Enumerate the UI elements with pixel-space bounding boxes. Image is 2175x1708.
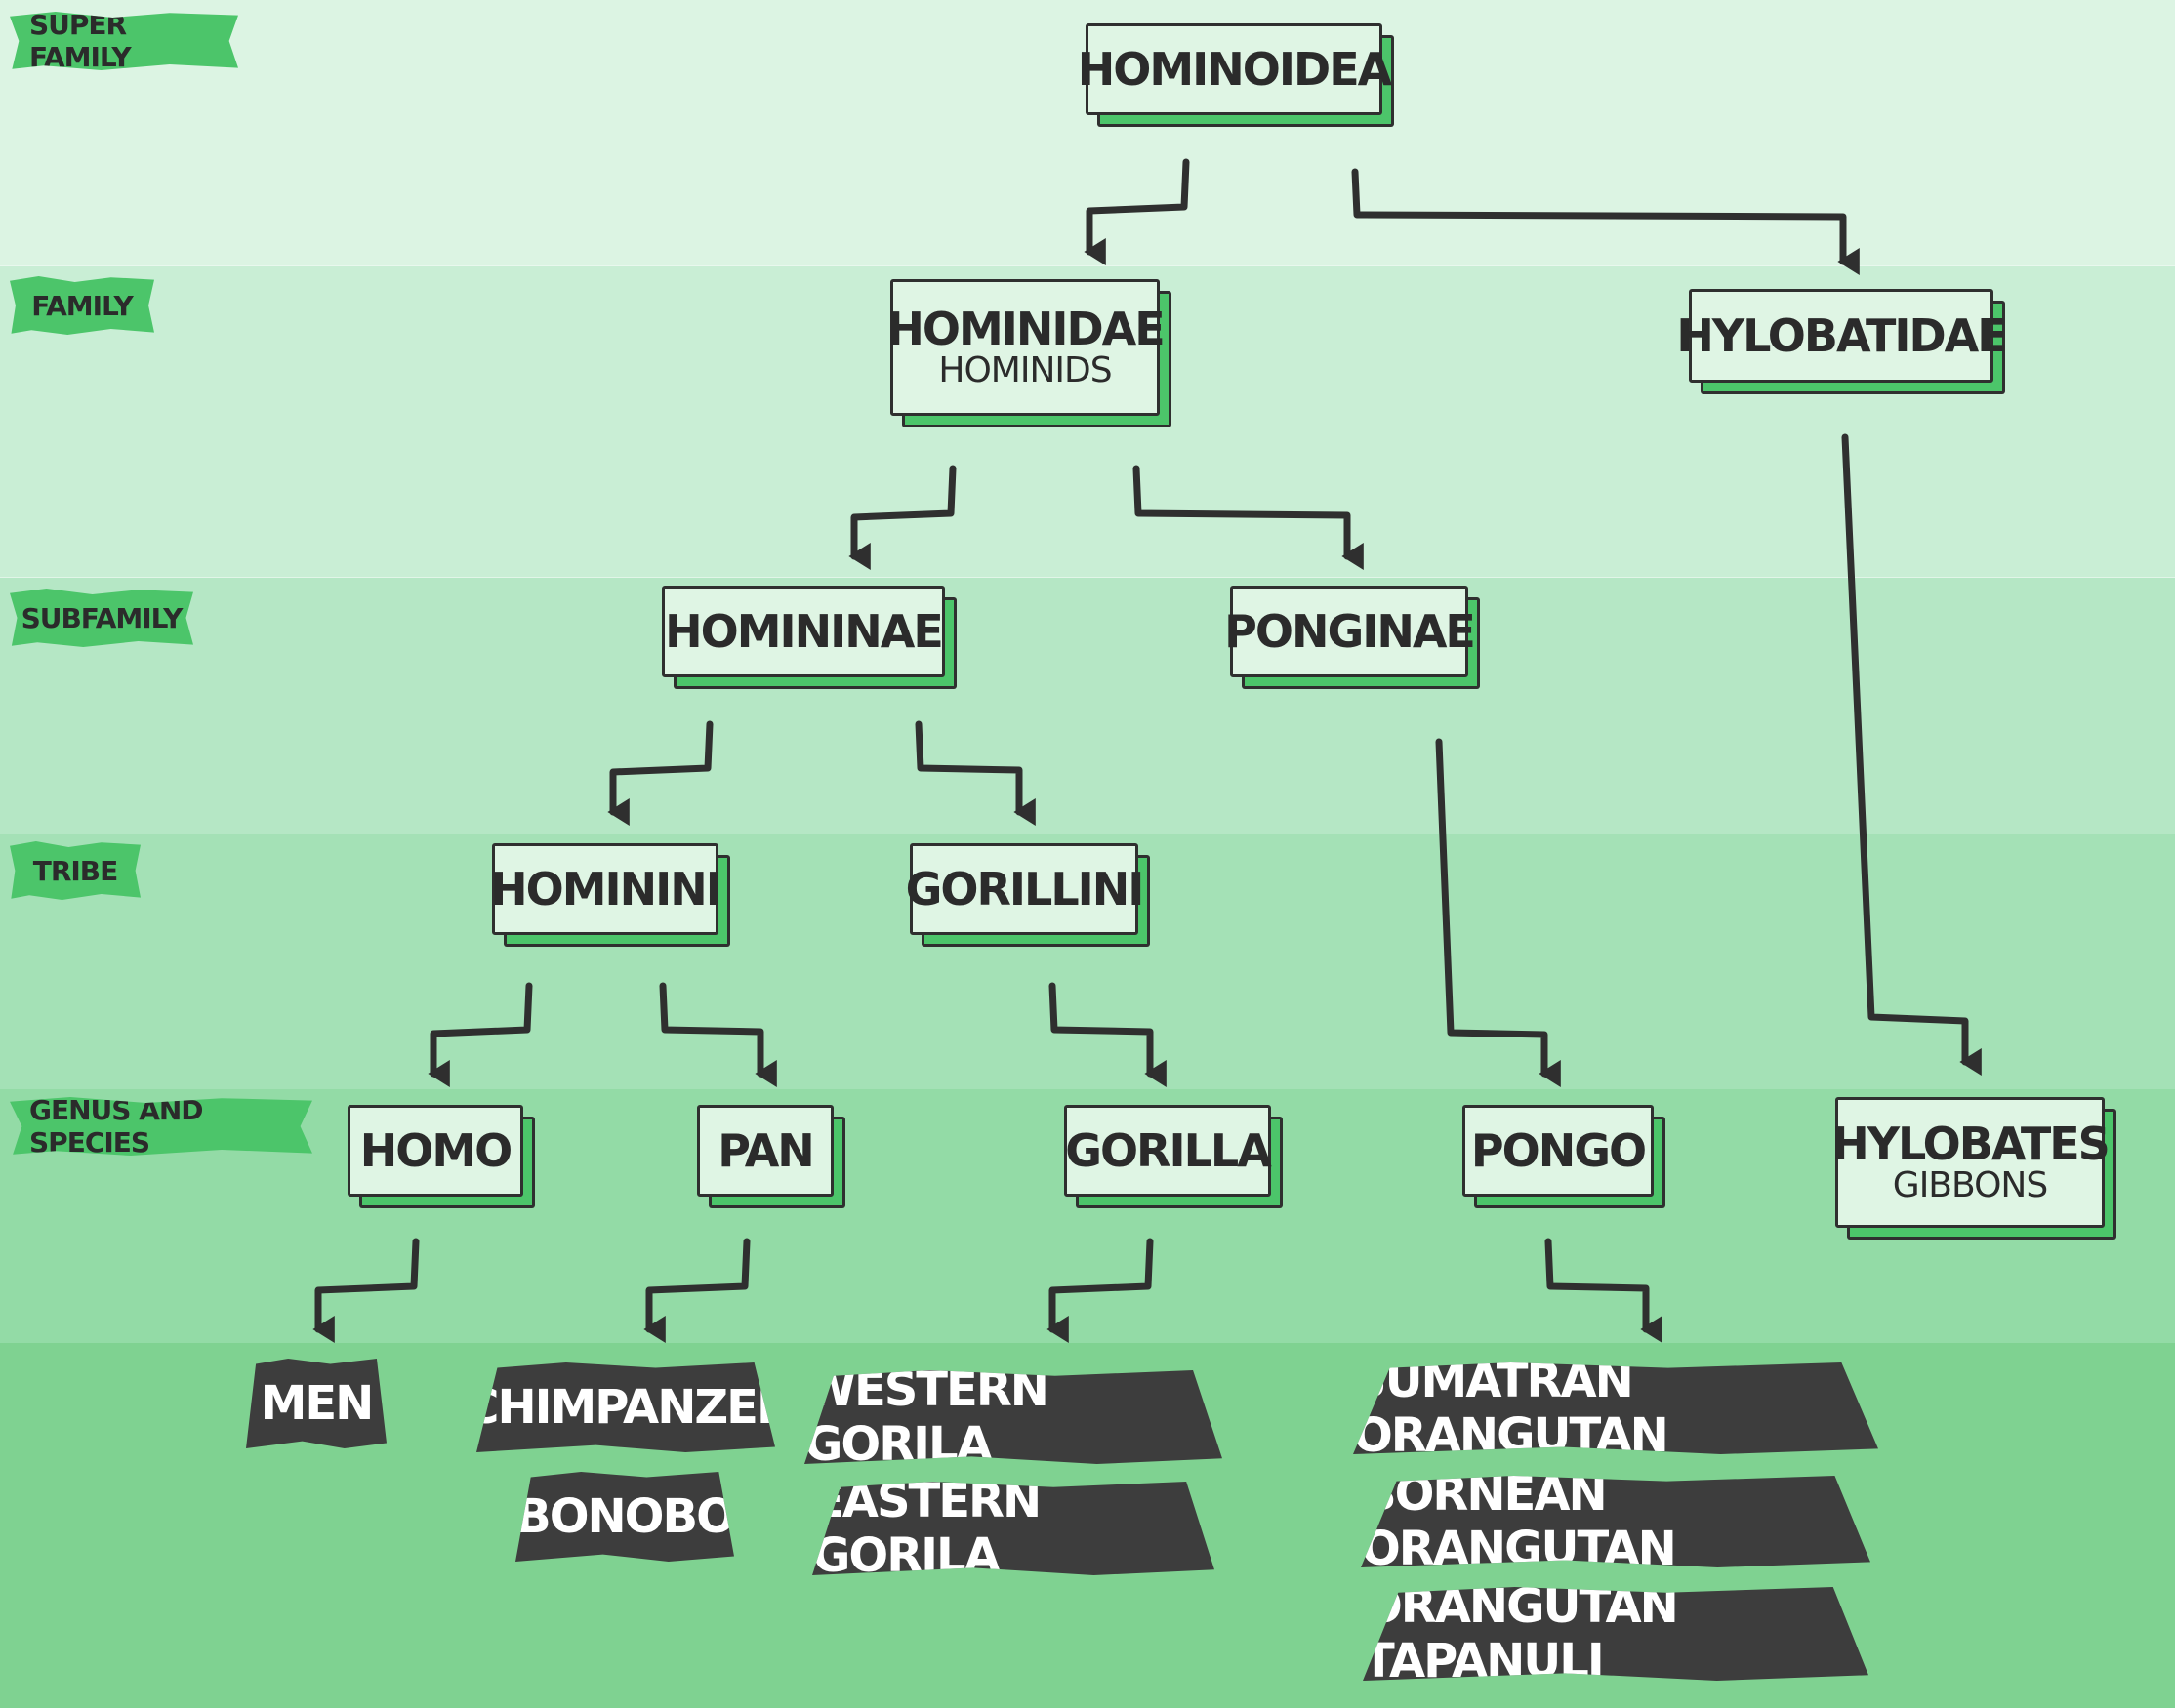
species-western-gorila: WESTERN GORILA [804, 1370, 1222, 1464]
species-eastern-gorila: EASTERN GORILA [812, 1482, 1214, 1575]
rank-tag-family: FAMILY [10, 276, 154, 335]
species-bonobo: BONOBO [515, 1472, 734, 1562]
node-title: PONGO [1470, 1123, 1647, 1177]
link-gorilla-western-gorila [1046, 1238, 1154, 1343]
rank-tag-subfamily: SUBFAMILY [10, 589, 193, 647]
link-homininae-hominini [607, 720, 714, 826]
species-bornean-orangutan: BORNEAN ORANGUTAN [1361, 1476, 1870, 1567]
link-homininae-gorillini [915, 720, 1036, 826]
node-title: HOMO [359, 1123, 513, 1177]
node-title: GORILLA [1065, 1123, 1272, 1177]
species-men: MEN [246, 1359, 387, 1448]
node-homininae: HOMININAE [662, 586, 945, 677]
node-title: HOMININAE [665, 604, 944, 658]
node-gorilla: GORILLA [1064, 1105, 1272, 1197]
rank-tag-super-family: SUPER FAMILY [10, 12, 238, 70]
link-hominidae-homininae [848, 465, 957, 570]
species-orangutan-tapanuli: ORANGUTAN TAPANULI [1363, 1587, 1868, 1681]
link-gorillini-gorilla [1048, 982, 1167, 1087]
link-ponginae-pongo [1435, 738, 1561, 1087]
node-subtitle: GIBBONS [1892, 1165, 2048, 1206]
species-chimpanzee: CHIMPANZEE [476, 1362, 775, 1452]
node-hylobatidae: HYLOBATIDAE [1676, 289, 2008, 383]
species-sumatran-orangutan: SUMATRAN ORANGUTAN [1353, 1362, 1878, 1454]
link-hominini-homo [428, 982, 533, 1087]
link-hominidae-ponginae [1132, 465, 1364, 570]
node-pongo: PONGO [1462, 1105, 1654, 1197]
link-hylobatidae-hylobates [1841, 433, 1982, 1076]
node-hylobates: HYLOBATES GIBBONS [1831, 1097, 2111, 1228]
rank-tag-tribe: TRIBE [10, 841, 141, 900]
node-pan: PAN [697, 1105, 834, 1197]
node-title: HOMININI [490, 862, 722, 915]
node-gorillini: GORILLINI [906, 843, 1144, 935]
link-hominoidea-hylobatidae [1351, 168, 1860, 275]
link-hominini-pan [659, 982, 777, 1087]
node-title: PONGINAE [1224, 604, 1476, 658]
node-hominoidea: HOMINOIDEA [1078, 23, 1392, 115]
node-title: HYLOBATES [1831, 1117, 2111, 1170]
rank-tag-genus-and-species: GENUS AND SPECIES [10, 1097, 312, 1156]
node-subtitle: HOMINIDS [938, 350, 1112, 391]
node-ponginae: PONGINAE [1224, 586, 1476, 677]
node-title: HYLOBATIDAE [1676, 308, 2007, 362]
node-hominidae: HOMINIDAE HOMINIDS [886, 279, 1166, 416]
node-title: HOMINIDAE [886, 302, 1165, 355]
link-hominoidea-hominidae [1084, 158, 1190, 265]
node-title: GORILLINI [905, 862, 1145, 915]
link-pongo-sumatran-orangutan [1544, 1238, 1662, 1343]
node-title: HOMINOIDEA [1077, 42, 1392, 96]
node-title: PAN [718, 1123, 815, 1177]
link-homo-men [312, 1238, 420, 1343]
node-homo: HOMO [348, 1105, 523, 1197]
band-subfamily [0, 577, 2175, 834]
node-hominini: HOMININI [490, 843, 722, 935]
link-pan-chimpanzee [643, 1238, 751, 1343]
